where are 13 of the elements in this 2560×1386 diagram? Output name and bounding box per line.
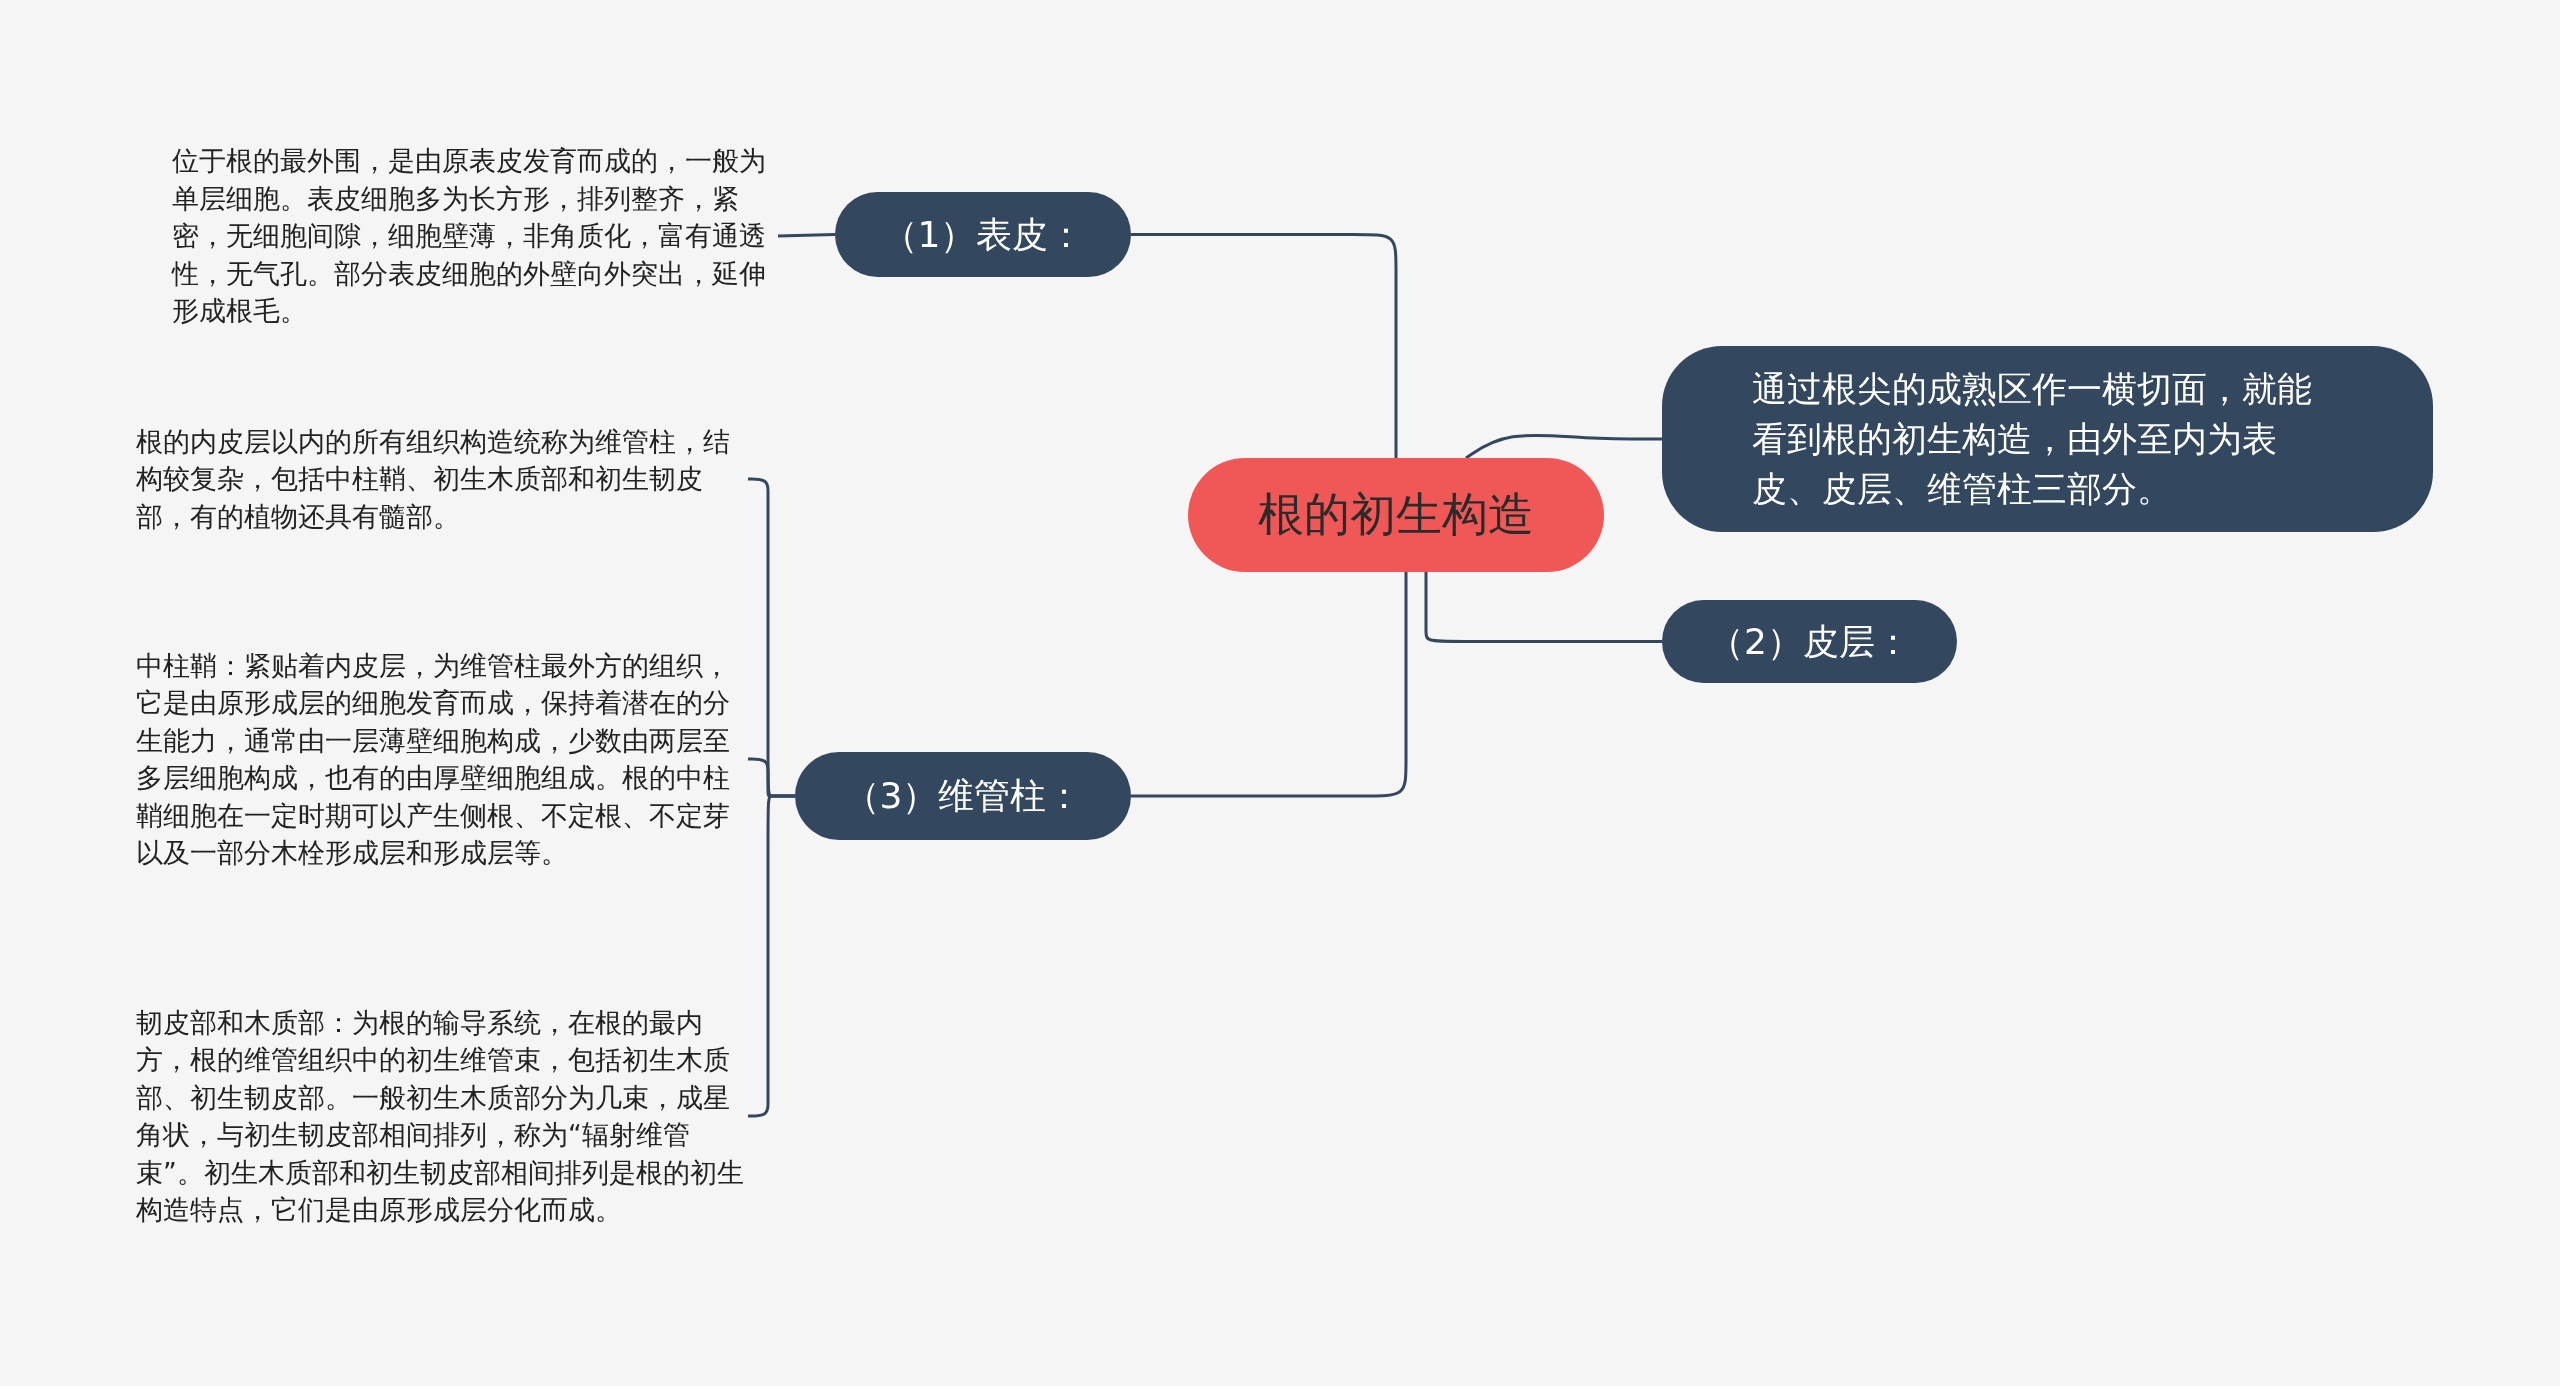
branch-topic: （1）表皮： xyxy=(835,192,1131,277)
central-topic: 根的初生构造 xyxy=(1188,458,1604,572)
connector-line xyxy=(1131,233,1398,458)
detail-text: 根的内皮层以内的所有组织构造统称为维管柱，结构较复杂，包括中柱鞘、初生木质部和初生韧皮部，有的植物还具有髓部。 xyxy=(136,424,748,534)
connector-line xyxy=(1131,572,1408,798)
detail-text: 位于根的最外围，是由原表皮发育而成的，一般为单层细胞。表皮细胞多为长方形，排列整齐，紧密，无细胞间隙，细胞壁薄，非角质化，富有通透性，无气孔。部分表皮细胞的外壁向外突出，延伸形成根毛。 xyxy=(172,138,778,334)
connector-line xyxy=(1465,433,1662,460)
detail-text: 韧皮部和木质部：为根的输导系统，在根的最内方，根的维管组织中的初生维管束，包括初生木质部、初生韧皮部。一般初生木质部分为几束，成星角状，与初生韧皮部相间排列，称为“辐射维管束”。初生木质部和初生韧皮部相间排列是根的初生构造特点，它们是由原形成层分化而成。 xyxy=(136,984,748,1248)
connector-line xyxy=(1424,572,1662,643)
branch-topic: （3）维管柱： xyxy=(795,752,1131,840)
detail-text: 中柱鞘：紧贴着内皮层，为维管柱最外方的组织，它是由原形成层的细胞发育而成，保持着潜在的分生能力，通常由一层薄壁细胞构成，少数由两层至多层细胞构成，也有的由厚壁细胞组成。根的中柱鞘细胞在一定时期可以产生侧根、不定根、不定芽以及一部分木栓形成层和形成层等。 xyxy=(136,626,748,892)
branch-topic: 通过根尖的成熟区作一横切面，就能看到根的初生构造，由外至内为表皮、皮层、维管柱三部分。 xyxy=(1662,346,2433,532)
branch-topic: （2）皮层： xyxy=(1662,600,1957,683)
